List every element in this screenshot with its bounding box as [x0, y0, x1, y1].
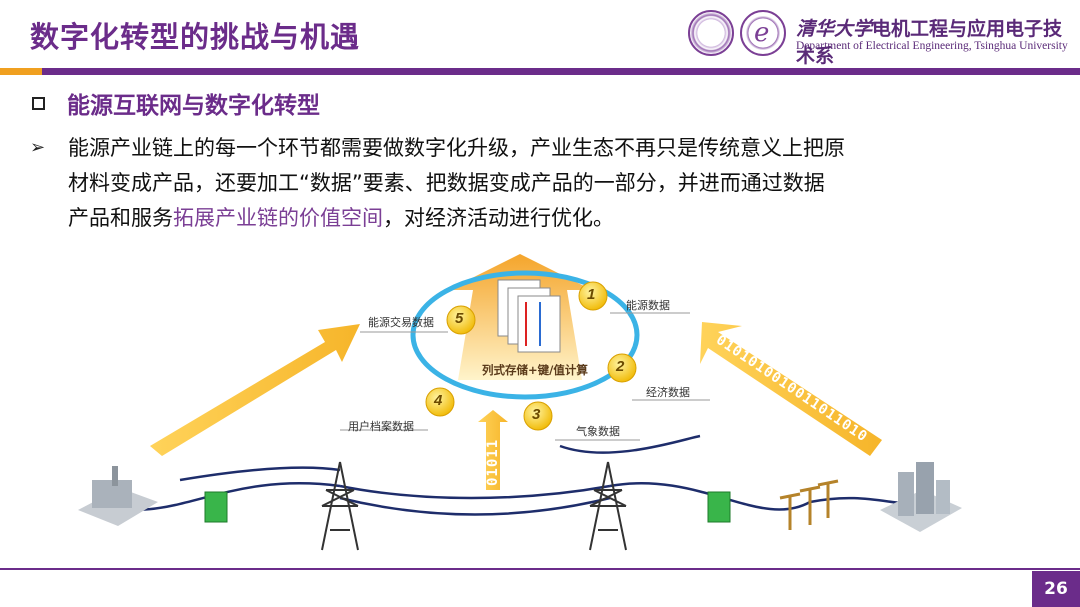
- body-paragraph: 能源产业链上的每一个环节都需要做数字化升级，产业生态不再只是传统意义上把原 材料…: [68, 131, 998, 236]
- para-line-3: 产品和服务拓展产业链的价值空间，对经济活动进行优化。: [68, 201, 998, 236]
- energy-trading-data-label: 能源交易数据: [368, 316, 434, 329]
- node-2: [607, 353, 637, 383]
- para-highlight: 拓展产业链的价值空间: [173, 206, 383, 230]
- arrow-bullet-icon: ➢: [30, 137, 46, 158]
- transmission-tower-left: [321, 461, 359, 551]
- node-2-number: 2: [616, 358, 625, 375]
- energy-data-label: 能源数据: [626, 299, 670, 312]
- para-line-2: 材料变成产品，还要加工“数据”要素、把数据变成产品的一部分，并进而通过数据: [68, 171, 825, 195]
- energy-data-diagram: [78, 254, 962, 551]
- node-3: [523, 401, 553, 431]
- data-ring: [410, 270, 640, 400]
- left-data-arrow: [150, 324, 360, 456]
- city-buildings-icon: [880, 462, 962, 532]
- department-label: 电机工程与应用电子技术系: [796, 18, 1063, 67]
- department-logo-icon: e: [740, 10, 786, 56]
- node-1-number: 1: [587, 286, 596, 303]
- node-5-number: 5: [455, 310, 464, 327]
- tsinghua-seal-icon: [688, 10, 734, 56]
- transformer-icon-left: [204, 491, 228, 523]
- header-accent-bar: [0, 68, 42, 75]
- node-4-number: 4: [434, 392, 443, 409]
- transformer-icon-right: [707, 491, 731, 523]
- university-calligraphy: 清华大学: [796, 18, 873, 40]
- node-3-number: 3: [532, 406, 541, 423]
- node-1: [578, 281, 608, 311]
- server-stack-icon: [497, 279, 561, 353]
- transmission-tower-right: [589, 461, 627, 551]
- up-binary-stream: 01011: [485, 438, 501, 486]
- user-profile-data-label: 用户档案数据: [348, 420, 414, 433]
- page-number: 26: [1032, 571, 1080, 607]
- footer-divider: [0, 568, 1080, 570]
- slide-title: 数字化转型的挑战与机遇: [30, 20, 361, 54]
- section-title: 能源互联网与数字化转型: [67, 93, 320, 119]
- node-4: [425, 387, 455, 417]
- para-line-3-suffix: ，对经济活动进行优化。: [383, 206, 614, 230]
- distribution-poles-icon: [779, 479, 839, 530]
- right-data-arrow: [700, 322, 882, 456]
- section-checkbox-icon: [32, 97, 45, 110]
- para-line-3-prefix: 产品和服务: [68, 206, 173, 230]
- department-name-en: Department of Electrical Engineering, Ts…: [796, 40, 1068, 52]
- power-plant-icon: [78, 466, 158, 526]
- node-5: [446, 305, 476, 335]
- center-process-label: 列式存储+键/值计算: [482, 363, 588, 377]
- department-name-cn: 清华大学电机工程与应用电子技术系: [796, 14, 1080, 68]
- weather-data-label: 气象数据: [576, 425, 620, 438]
- header-divider-bar: [42, 68, 1080, 75]
- para-line-1: 能源产业链上的每一个环节都需要做数字化升级，产业生态不再只是传统意义上把原: [68, 136, 845, 160]
- small-up-arrow: [478, 410, 508, 490]
- economic-data-label: 经济数据: [646, 386, 690, 399]
